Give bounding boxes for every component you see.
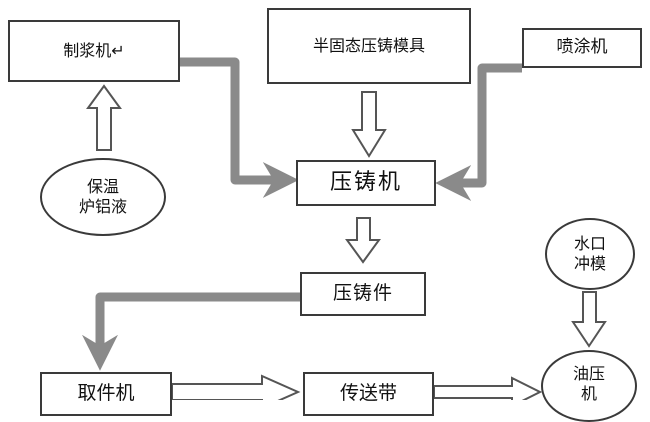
spray-machine-label: 喷涂机 <box>556 37 608 58</box>
hydraulic-press-label-line1: 油压 <box>572 364 605 383</box>
pickup-machine-box: 取件机 <box>40 372 172 416</box>
holding-furnace-ellipse: 保温 炉铝液 <box>40 158 166 236</box>
hydraulic-press-label-line2: 机 <box>580 384 597 403</box>
die-casting-box: 压铸件 <box>300 272 426 316</box>
water-flush-label-line2: 冲模 <box>573 254 606 273</box>
spray-machine-box: 喷涂机 <box>522 28 642 68</box>
die-casting-machine-box: 压铸机 <box>296 160 436 206</box>
connector-casting-to-pickup <box>82 292 300 371</box>
conveyor-box: 传送带 <box>303 372 434 416</box>
hollow-arrow-up-furnace <box>86 84 122 151</box>
holding-furnace-label-line1: 保温 <box>86 177 119 196</box>
holding-furnace-label-line2: 炉铝液 <box>78 197 127 216</box>
slurry-machine-box: 制浆机↵ <box>8 20 180 82</box>
water-flush-label-line1: 水口 <box>573 234 606 253</box>
die-casting-machine-label: 压铸机 <box>329 170 402 196</box>
hydraulic-press-ellipse: 油压 机 <box>541 350 637 422</box>
water-flush-ellipse: 水口 冲模 <box>545 218 635 290</box>
die-casting-label: 压铸件 <box>332 282 393 305</box>
semi-solid-die-box: 半固态压铸模具 <box>267 8 471 84</box>
slurry-machine-label: 制浆机↵ <box>63 41 125 60</box>
connector-slurry-to-diecast <box>180 57 299 198</box>
connector-layer <box>82 57 607 400</box>
hollow-arrow-right-conveyor <box>433 376 543 400</box>
hollow-arrow-down-die <box>351 91 387 158</box>
flow-diagram: 制浆机↵ 半固态压铸模具 喷涂机 压铸机 压铸件 取件机 传送带 保温 炉铝液 … <box>8 8 642 422</box>
conveyor-label: 传送带 <box>339 382 397 405</box>
hollow-arrow-right-pickup <box>171 374 301 400</box>
hollow-arrow-down-casting <box>345 217 381 264</box>
connector-spray-to-diecast <box>435 63 522 201</box>
hollow-arrow-down-flush <box>571 291 607 348</box>
pickup-machine-label: 取件机 <box>77 382 135 405</box>
semi-solid-die-label: 半固态压铸模具 <box>312 36 425 55</box>
